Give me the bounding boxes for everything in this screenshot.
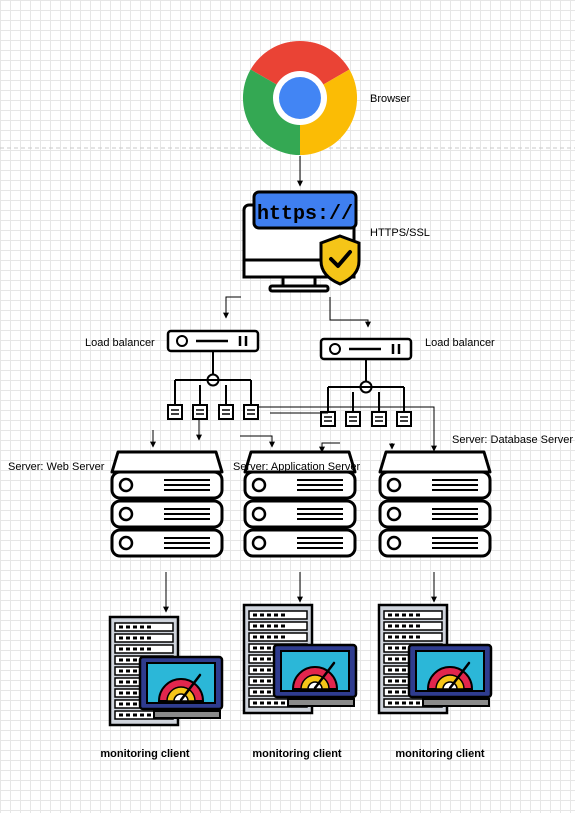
monitoring-client-2-icon[interactable] [242,603,358,715]
load-balancer-left-icon[interactable] [166,329,260,420]
browser-label: Browser [370,93,411,105]
edge-https-to-lb-right [329,297,371,328]
web-server-label: Server: Web Server [8,461,105,473]
monitor-3-label: monitoring client [395,748,485,760]
db-server-label: Server: Database Server [452,434,573,446]
monitor-1-label: monitoring client [100,748,190,760]
edge-https-to-lb-left [223,296,241,319]
app-server-label: Server: Application Server [233,461,361,473]
monitoring-client-1-icon[interactable] [108,615,224,727]
web-server-icon[interactable] [110,450,224,558]
monitor-2-label: monitoring client [252,748,342,760]
https-banner-text: https:// [257,203,353,226]
lb-to-server-edges [150,406,437,453]
https-ssl-icon[interactable]: https:// [242,190,361,293]
load-balancer-right-icon[interactable] [319,337,413,427]
application-server-icon[interactable] [243,450,357,558]
https-label: HTTPS/SSL [370,227,430,239]
lb-left-label: Load balancer [85,337,155,349]
database-server-icon[interactable] [378,450,492,558]
lb-right-label: Load balancer [425,337,495,349]
chrome-browser-icon[interactable] [242,40,358,156]
monitoring-client-3-icon[interactable] [377,603,493,715]
